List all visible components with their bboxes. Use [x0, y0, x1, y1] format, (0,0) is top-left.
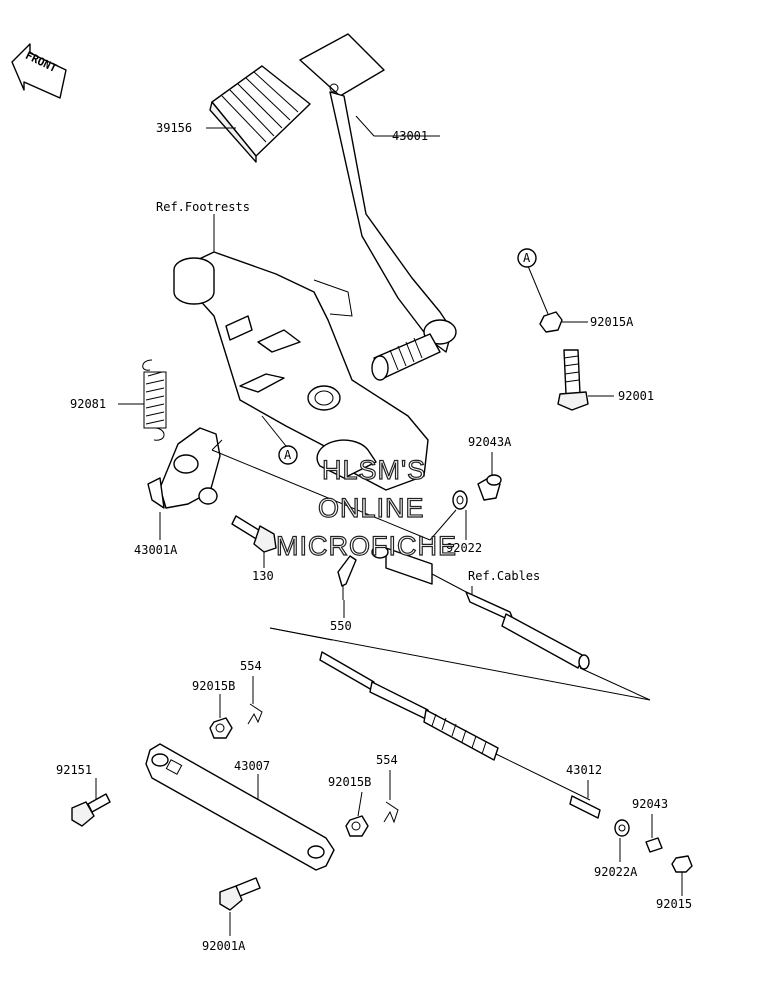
nut-92015b-left	[209, 717, 233, 739]
pin-92043a	[477, 474, 502, 501]
watermark-line-3: MICROFICHE	[276, 531, 457, 561]
label-92022: 92022	[446, 541, 482, 555]
bolt-92001a	[219, 877, 261, 911]
label-43007: 43007	[234, 759, 270, 773]
nut-92015	[671, 855, 693, 873]
label-43001: 43001	[392, 129, 428, 143]
spring-92081	[142, 359, 167, 441]
collar-92043	[645, 837, 663, 853]
cable-clevis	[371, 545, 433, 585]
brake-lever-43001a	[147, 427, 221, 509]
label-92043a: 92043A	[468, 435, 512, 449]
ref-marker-a-mid: A	[278, 445, 298, 465]
label-92001: 92001	[618, 389, 654, 403]
label-550: 550	[330, 619, 352, 633]
reference-lines	[211, 439, 651, 701]
watermark: HLSM'S ONLINE MICROFICHE	[275, 454, 457, 561]
brake-pedal-43001	[299, 33, 457, 381]
label-554-right: 554	[376, 753, 398, 767]
footrest-bracket	[173, 251, 429, 491]
label-92015: 92015	[656, 897, 692, 911]
link-plate-43007	[145, 743, 335, 871]
brake-rod-43012	[319, 651, 601, 819]
label-39156: 39156	[156, 121, 192, 135]
bolt-130	[231, 515, 277, 553]
watermark-line-2: ONLINE	[318, 493, 425, 523]
label-92043: 92043	[632, 797, 668, 811]
ref-marker-a-top-label: A	[523, 251, 531, 265]
label-92081: 92081	[70, 397, 106, 411]
ref-marker-a-top: A	[517, 248, 537, 268]
pedal-pad-39156	[209, 65, 311, 163]
label-43012: 43012	[566, 763, 602, 777]
label-92015b-right: 92015B	[328, 775, 371, 789]
label-ref-cables: Ref.Cables	[468, 569, 540, 583]
front-arrow-icon: FRONT	[11, 43, 67, 99]
label-92015a: 92015A	[590, 315, 634, 329]
watermark-line-1: HLSM'S	[322, 455, 426, 485]
nut-92015a	[539, 311, 563, 333]
clip-554-right	[383, 801, 399, 824]
label-43001a: 43001A	[134, 543, 178, 557]
label-92022a: 92022A	[594, 865, 638, 879]
label-554-left: 554	[240, 659, 262, 673]
nut-92015b-right	[345, 815, 369, 837]
label-ref-footrests: Ref.Footrests	[156, 200, 250, 214]
brake-cable	[431, 573, 590, 670]
label-92001a: 92001A	[202, 939, 246, 953]
label-92015b-left: 92015B	[192, 679, 235, 693]
label-130: 130	[252, 569, 274, 583]
clip-554-left	[247, 703, 263, 725]
bolt-92001	[557, 349, 589, 411]
washer-92022a	[614, 819, 630, 837]
ref-marker-a-mid-label: A	[284, 448, 292, 462]
leader-lines	[95, 115, 683, 936]
label-92151: 92151	[56, 763, 92, 777]
cotter-pin-550	[337, 555, 357, 600]
washer-92022	[452, 490, 468, 510]
bolt-92151	[71, 793, 111, 827]
